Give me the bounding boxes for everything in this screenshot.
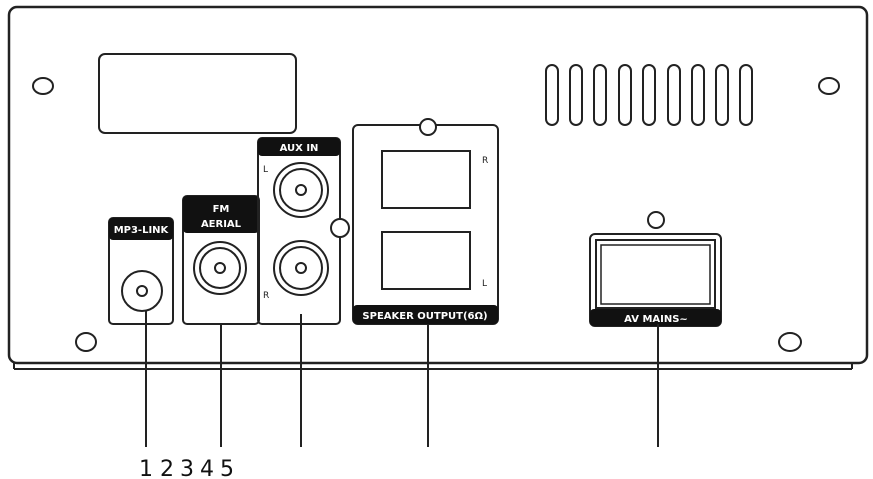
callout-number-5: 5 (220, 457, 234, 479)
speaker-output-terminals: R L SPEAKER OUTPUT(6Ω) (352, 118, 499, 325)
fm-aerial-jack: FM AERIAL (182, 195, 260, 325)
mp3-link-jack: MP3-LINK (108, 217, 174, 325)
screw-hole-top-right (818, 77, 840, 95)
speaker-right-marker: R (482, 156, 488, 166)
callout-number-1: 1 (139, 457, 153, 479)
aux-in-jacks: AUX IN L R (257, 137, 350, 325)
ventilation-grille (545, 64, 753, 126)
screw-hole-bottom-right (778, 332, 802, 352)
aux-left-marker: L (263, 165, 268, 175)
speaker-output-label: SPEAKER OUTPUT(6Ω) (362, 311, 487, 322)
label-plate (98, 53, 297, 134)
callout-number-4: 4 (200, 457, 214, 479)
callout-number-2: 2 (160, 457, 174, 479)
callout-number-3: 3 (180, 457, 194, 479)
av-mains-socket: AV MAINS~ (589, 211, 722, 327)
fm-label-line1: FM (213, 204, 230, 215)
screw-hole-top-left (32, 77, 54, 95)
av-mains-label: AV MAINS~ (624, 314, 688, 325)
mp3-link-label: MP3-LINK (114, 225, 170, 236)
aux-right-marker: R (263, 291, 269, 301)
screw-hole-bottom-left (75, 332, 97, 352)
speaker-left-marker: L (482, 279, 487, 289)
aux-in-label: AUX IN (280, 143, 319, 154)
fm-label-line2: AERIAL (201, 219, 242, 230)
callout-lines (145, 310, 659, 447)
chassis (7, 5, 869, 370)
